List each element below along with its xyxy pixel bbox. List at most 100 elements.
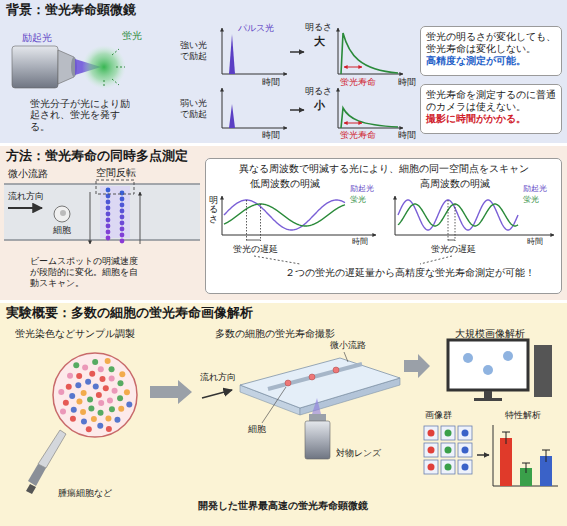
part-label: 腫瘍細胞など: [58, 488, 112, 499]
box-text: 異なる周波数で明滅する光により、細胞の同一空間点をスキャン: [211, 163, 556, 175]
beam-spot: [120, 239, 125, 244]
level-label: 大: [314, 35, 325, 48]
image-tile: [424, 443, 438, 457]
image-tile: [445, 430, 452, 437]
decay-curve: [341, 33, 398, 74]
note-box: 蛍光寿命を測定するのに普通のカメラは使えない。撮影に時間がかかる。: [420, 84, 562, 134]
image-tile: [424, 460, 438, 474]
pulse-graph: [222, 28, 287, 128]
microchannel: [4, 239, 200, 241]
stained-cell: [103, 385, 109, 391]
flow-arrow: [8, 207, 42, 209]
stained-cell: [88, 405, 94, 411]
stained-cell: [112, 388, 118, 394]
image-tile: [458, 426, 472, 440]
pipette: [26, 484, 36, 494]
microfluidic-chip: [309, 374, 315, 380]
modulation-graph: [395, 235, 554, 236]
microfluidic-chip: [333, 367, 339, 373]
beam-spot: [120, 233, 125, 238]
computer-monitor: [448, 340, 528, 390]
beam-spot: [106, 224, 111, 229]
caption: ビームスポットの明滅速度が段階的に変化。細胞を自動スキャン。: [30, 256, 141, 288]
graph-title: 低周波数の明滅: [250, 178, 320, 189]
computer-monitor: [534, 345, 552, 397]
axis-label: 明るさ: [209, 196, 218, 224]
axis-label: 時間: [262, 130, 280, 140]
objective-lens: [312, 398, 321, 414]
delay-marker: [247, 200, 261, 241]
computer-monitor: [484, 391, 492, 398]
leader-line: [262, 352, 348, 423]
flow-arrow: [202, 390, 232, 398]
stained-cell: [109, 406, 115, 412]
stained-cell: [73, 362, 79, 368]
beam-spot: [106, 188, 111, 193]
inversion-bracket: [90, 180, 140, 244]
box-text: 高精度な測定が可能。: [426, 55, 556, 67]
beam-spot: [120, 191, 125, 196]
beam-spot: [106, 212, 111, 217]
part-label: 特性解析: [505, 410, 541, 421]
axis-label: 時間: [398, 130, 416, 140]
stained-cell: [96, 392, 102, 398]
axis-label: 時間: [262, 77, 280, 87]
excitation-pulse: [229, 104, 235, 128]
condition-label: 強い光で励起: [180, 40, 209, 62]
image-tile: [445, 464, 452, 471]
lifetime-label: 蛍光寿命: [340, 77, 376, 87]
legend-label: 蛍光: [523, 195, 539, 205]
modulation-curve: [398, 204, 518, 226]
microfluidic-chip: [268, 364, 362, 389]
image-tile: [458, 443, 472, 457]
axis-label: 時間: [352, 237, 368, 247]
stained-cell: [119, 371, 125, 377]
analysis-arrow: [477, 455, 489, 456]
stained-cell: [60, 408, 66, 414]
image-tile: [458, 426, 472, 440]
image-tile: [424, 426, 438, 440]
step-title: 蛍光染色などサンプル調製: [15, 328, 135, 340]
stained-cell: [98, 410, 104, 416]
beam-spot: [106, 188, 125, 244]
computer-monitor: [463, 353, 473, 363]
pulse-label: パルス光: [238, 23, 274, 33]
stained-cell: [109, 366, 115, 372]
pipette: [26, 430, 66, 494]
box-text: 蛍光寿命を測定するのに普通のカメラは使えない。: [426, 89, 556, 113]
stage-arrow: [150, 380, 192, 404]
microchannel: [4, 184, 200, 240]
objective-lens: [305, 421, 330, 459]
box-text: 蛍光の明るさが変化しても、蛍光寿命は変化しない。: [426, 31, 556, 55]
image-tile: [441, 460, 455, 474]
inversion-bracket: [96, 180, 134, 194]
legend-label: 励起光: [523, 184, 547, 194]
flow-arrow: [8, 208, 42, 209]
condition-label: 弱い光で励起: [180, 98, 209, 120]
beam-column: [100, 186, 130, 243]
microchannel: [4, 184, 200, 240]
stained-cell: [92, 359, 98, 365]
modulation-curve: [448, 240, 455, 241]
stained-cell: [105, 358, 111, 364]
decay-graph: [338, 74, 403, 75]
panel-ground: [0, 0, 567, 143]
computer-monitor: [448, 340, 552, 401]
beam-spot: [120, 197, 125, 202]
image-tile: [445, 447, 452, 454]
image-tile: [428, 464, 435, 471]
image-tile: [458, 443, 472, 457]
step-title: 大規模画像解析: [455, 328, 525, 340]
part-label: 細胞: [53, 225, 71, 236]
note-box: 蛍光の明るさが変化しても、蛍光寿命は変化しない。高精度な測定が可能。: [420, 26, 562, 76]
analysis-arrow: [477, 454, 489, 456]
stained-cell: [109, 375, 115, 381]
bar-chart: [493, 425, 558, 486]
pipette: [38, 430, 66, 468]
stained-cell: [98, 400, 104, 406]
lifetime-label: 蛍光寿命: [340, 130, 376, 140]
decay-graph: [338, 28, 339, 74]
graph-title: 高周波数の明滅: [420, 178, 490, 189]
image-tile: [441, 443, 455, 457]
fluorescence-glow: [104, 49, 125, 88]
